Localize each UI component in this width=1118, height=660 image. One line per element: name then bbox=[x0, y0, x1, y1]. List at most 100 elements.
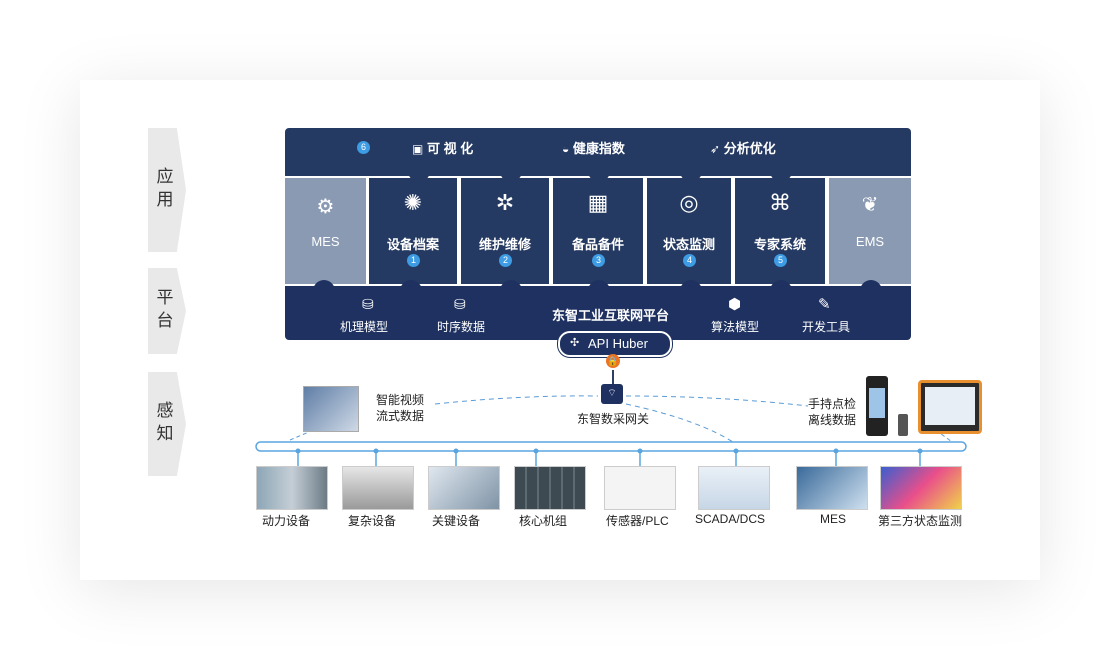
device-image-scada bbox=[698, 466, 770, 510]
link-handheld bbox=[625, 395, 809, 407]
puzzle-knob bbox=[588, 280, 610, 302]
device-image-key bbox=[428, 466, 500, 510]
puzzle-knob bbox=[770, 160, 792, 182]
phone-screen bbox=[869, 388, 885, 418]
layer-label: 应用 bbox=[153, 167, 173, 213]
device-image-power bbox=[256, 466, 328, 510]
module-device-archive: ✺ 设备档案 1 bbox=[369, 178, 457, 284]
module-spare-parts: ▦ 备品备件 3 bbox=[553, 178, 643, 284]
puzzle-knob bbox=[500, 160, 522, 182]
puzzle-knob bbox=[408, 160, 430, 182]
puzzle-knob bbox=[680, 280, 702, 302]
api-label: API Huber bbox=[588, 336, 648, 351]
module-number: 2 bbox=[499, 254, 512, 267]
cube-icon: ⬢ bbox=[728, 296, 742, 313]
puzzle-knob bbox=[313, 280, 335, 302]
tablet-screen bbox=[925, 387, 975, 425]
data-bus bbox=[255, 441, 967, 452]
sensor-probe bbox=[898, 414, 908, 436]
gateway-label: 东智数采网关 bbox=[577, 412, 650, 426]
video-line1: 智能视频 bbox=[376, 393, 425, 407]
tool-label: 可 视 化 bbox=[426, 141, 474, 156]
pen-icon: ✎ bbox=[818, 296, 831, 313]
network-icon: ⌘ bbox=[769, 190, 791, 215]
device-label-power: 动力设备 bbox=[262, 514, 311, 528]
tool-visualization: ▣ 可 视 化 bbox=[412, 138, 473, 157]
module-maintenance: ✲ 维护维修 2 bbox=[461, 178, 549, 284]
bus-drops bbox=[297, 451, 921, 466]
tile-ems: ❦ EMS bbox=[829, 178, 911, 284]
layer-label: 平台 bbox=[153, 288, 173, 334]
badge-6: 6 bbox=[357, 141, 370, 154]
platform-item-time-series: 时序数据 bbox=[437, 320, 486, 334]
platform-item-dev-tools: 开发工具 bbox=[802, 320, 851, 334]
module-condition-monitoring: ◎ 状态监测 4 bbox=[647, 178, 731, 284]
device-image-sensor bbox=[604, 466, 676, 510]
puzzle-knob bbox=[500, 280, 522, 302]
handheld-phone bbox=[866, 376, 888, 436]
tool-health-index: ◒ 健康指数 bbox=[562, 138, 625, 157]
database-icon: ⛁ bbox=[454, 296, 466, 312]
device-label-scada: SCADA/DCS bbox=[695, 512, 766, 526]
module-label: 备品备件 bbox=[571, 237, 624, 252]
chart-icon: ▣ bbox=[412, 142, 424, 156]
module-label: 设备档案 bbox=[386, 237, 439, 252]
robot-arm-icon: ⚙ bbox=[316, 196, 335, 218]
layer-tag-perception: 感知 bbox=[148, 372, 186, 476]
platform-item-algorithm-model: 算法模型 bbox=[711, 320, 760, 334]
device-label-mes: MES bbox=[820, 512, 847, 526]
link-tablet bbox=[929, 425, 956, 445]
module-number: 3 bbox=[592, 254, 605, 267]
bus-dots bbox=[295, 448, 923, 454]
handheld-line2: 离线数据 bbox=[808, 413, 857, 427]
device-label-sensor-plc: 传感器/PLC bbox=[606, 514, 669, 528]
router-icon: ⌔ bbox=[601, 384, 623, 404]
rocket-icon: ➶ bbox=[710, 142, 721, 156]
device-label-core-unit: 核心机组 bbox=[519, 514, 568, 528]
device-icon: ✺ bbox=[403, 190, 423, 215]
hub-icon: ✣ bbox=[570, 337, 580, 349]
link-bus bbox=[625, 403, 737, 445]
database-gear-icon: ⛁ bbox=[362, 296, 374, 312]
puzzle-knob bbox=[400, 280, 422, 302]
module-label: 维护维修 bbox=[478, 237, 531, 252]
tile-label: MES bbox=[311, 234, 340, 249]
link-video bbox=[434, 395, 599, 405]
api-huber-pill: ✣ API Huber bbox=[558, 331, 672, 357]
up-arrow bbox=[612, 370, 614, 384]
device-label-complex: 复杂设备 bbox=[348, 514, 397, 528]
video-line2: 流式数据 bbox=[376, 409, 425, 423]
puzzle-knob bbox=[860, 280, 882, 302]
module-number: 1 bbox=[407, 254, 420, 267]
device-label-third-party: 第三方状态监测 bbox=[878, 514, 963, 528]
layer-label: 感知 bbox=[153, 401, 173, 447]
puzzle-knob bbox=[680, 160, 702, 182]
video-label: 智能视频 流式数据 bbox=[376, 392, 424, 424]
device-image-mes bbox=[796, 466, 868, 510]
lock-icon: 🔒 bbox=[606, 354, 620, 368]
tool-analysis: ➶ 分析优化 bbox=[710, 138, 776, 157]
platform-title: 东智工业互联网平台 bbox=[552, 308, 670, 323]
device-image-third-party bbox=[880, 466, 962, 510]
layer-tag-platform: 平台 bbox=[148, 268, 186, 354]
tool-label: 分析优化 bbox=[723, 141, 776, 156]
module-number: 4 bbox=[683, 254, 696, 267]
puzzle-knob bbox=[770, 280, 792, 302]
module-expert-system: ⌘ 专家系统 5 bbox=[735, 178, 825, 284]
tablet-device bbox=[918, 380, 982, 434]
tool-label: 健康指数 bbox=[572, 141, 625, 156]
module-label: 状态监测 bbox=[662, 237, 715, 252]
module-number: 5 bbox=[774, 254, 787, 267]
pulse-icon: ◎ bbox=[679, 190, 699, 215]
puzzle-knob bbox=[588, 160, 610, 182]
layer-tag-application: 应用 bbox=[148, 128, 186, 252]
platform-item-mechanism-model: 机理模型 bbox=[340, 320, 389, 334]
leaf-icon: ❦ bbox=[861, 194, 879, 216]
link-camera bbox=[289, 427, 319, 441]
camera-image bbox=[303, 386, 359, 432]
tile-mes: ⚙ MES bbox=[285, 178, 366, 284]
gauge-icon: ◒ bbox=[562, 142, 570, 156]
boxes-icon: ▦ bbox=[587, 190, 609, 215]
tile-label: EMS bbox=[855, 234, 885, 249]
